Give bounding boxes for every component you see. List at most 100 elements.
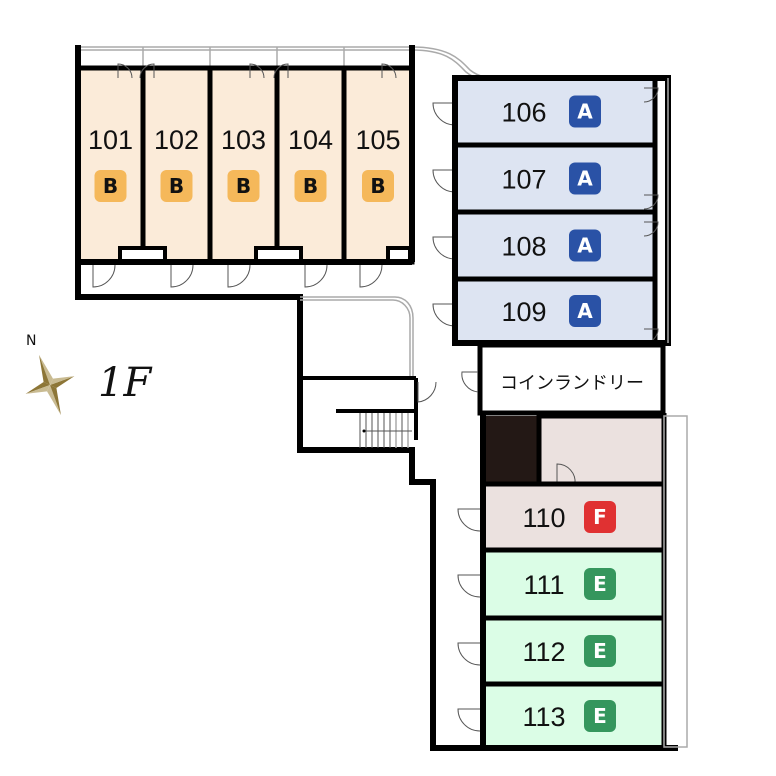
type-badge-label: A — [577, 299, 593, 323]
unit-number: 106 — [501, 98, 546, 128]
unit-110[interactable]: 110 F — [480, 481, 667, 553]
type-badge-label: E — [593, 704, 607, 728]
type-badge: B — [294, 170, 327, 202]
type-badge: B — [94, 170, 127, 202]
storage-dark — [483, 416, 539, 484]
unit-108[interactable]: 108 A — [452, 209, 658, 282]
type-badge: A — [569, 229, 601, 262]
unit-room — [480, 481, 667, 553]
unit-number: 102 — [154, 125, 199, 155]
door-icon — [359, 264, 383, 288]
unit-number: 111 — [523, 570, 564, 600]
unit-room — [207, 65, 280, 265]
door-icon — [457, 708, 481, 732]
door-icon — [457, 508, 481, 532]
north-corridor — [78, 46, 499, 82]
type-badge: E — [584, 568, 616, 600]
unit-room — [75, 65, 146, 265]
door-icon — [457, 574, 481, 598]
door-icon — [304, 264, 328, 288]
laundry-label: コインランドリー — [500, 373, 644, 394]
type-badge: B — [160, 170, 193, 202]
door-icon — [643, 87, 659, 103]
unit-number: 110 — [522, 503, 565, 533]
type-badge-label: B — [303, 174, 318, 198]
unit-number: 101 — [88, 125, 133, 155]
compass-n-label: N — [26, 333, 36, 349]
type-badge-label: B — [236, 174, 251, 198]
door-icon — [139, 63, 155, 79]
type-badge: A — [569, 95, 601, 128]
unit-109[interactable]: 109 A — [452, 276, 658, 346]
unit-number: 107 — [501, 165, 546, 195]
type-badge: F — [584, 501, 616, 533]
type-badge-label: A — [577, 100, 593, 124]
coin-laundry: コインランドリー — [461, 342, 666, 416]
unit-107[interactable]: 107 A — [452, 142, 658, 215]
unit-room — [452, 142, 658, 215]
unit-room — [452, 75, 658, 148]
unit-112[interactable]: 112 E — [480, 615, 667, 687]
type-badge: B — [362, 170, 394, 202]
unit-number: 112 — [522, 637, 565, 667]
unit-room — [480, 547, 667, 621]
unit-113[interactable]: 113 E — [480, 681, 667, 751]
type-badge: A — [569, 162, 601, 195]
unit-room — [480, 681, 667, 751]
door-icon — [457, 642, 481, 666]
unit-number: 108 — [501, 232, 546, 262]
compass: N — [25, 333, 75, 416]
compass-star-icon — [25, 354, 75, 416]
door-icon — [643, 221, 659, 237]
unit-room — [140, 65, 213, 265]
door-icon — [432, 102, 456, 126]
unit-room — [480, 615, 667, 687]
door-icon — [170, 264, 194, 288]
type-badge-label: A — [577, 167, 593, 191]
type-badge-label: E — [593, 572, 607, 596]
type-badge-label: B — [370, 174, 385, 198]
type-badge-label: B — [169, 174, 184, 198]
unit-number: 113 — [522, 702, 565, 732]
door-icon — [432, 169, 456, 193]
type-badge-label: E — [593, 639, 607, 663]
stairs-icon — [359, 413, 412, 448]
unit-number: 103 — [221, 125, 266, 155]
door-icon — [117, 63, 133, 79]
outer-wall-west — [75, 45, 490, 751]
unit-number: 105 — [355, 125, 400, 155]
door-icon — [417, 381, 437, 403]
type-badge: A — [569, 295, 601, 327]
door-icon — [432, 236, 456, 260]
unit-111[interactable]: 111 E — [480, 547, 667, 621]
door-icon — [227, 264, 251, 288]
door-icon — [556, 463, 576, 485]
unit-room — [341, 65, 415, 265]
corridor-curve — [300, 296, 414, 378]
type-badge: B — [227, 170, 260, 202]
unit-room — [274, 65, 347, 265]
door-icon — [461, 371, 479, 393]
unit-number: 104 — [288, 125, 333, 155]
unit-room — [452, 209, 658, 282]
floor-label: 1F — [98, 360, 152, 406]
door-icon — [643, 194, 659, 210]
door-icon — [273, 63, 289, 79]
door-icon — [381, 63, 397, 79]
unit-number: 109 — [501, 297, 546, 327]
type-badge: E — [584, 635, 616, 667]
type-badge-label: F — [593, 505, 607, 529]
storage-area — [483, 413, 667, 487]
type-badge-label: B — [103, 174, 118, 198]
door-icon — [249, 63, 265, 79]
door-icon — [432, 303, 456, 327]
balcony-east — [663, 415, 688, 748]
unit-106[interactable]: 106 A — [452, 75, 658, 148]
type-badge-label: A — [577, 234, 593, 258]
stair-area — [300, 376, 437, 448]
